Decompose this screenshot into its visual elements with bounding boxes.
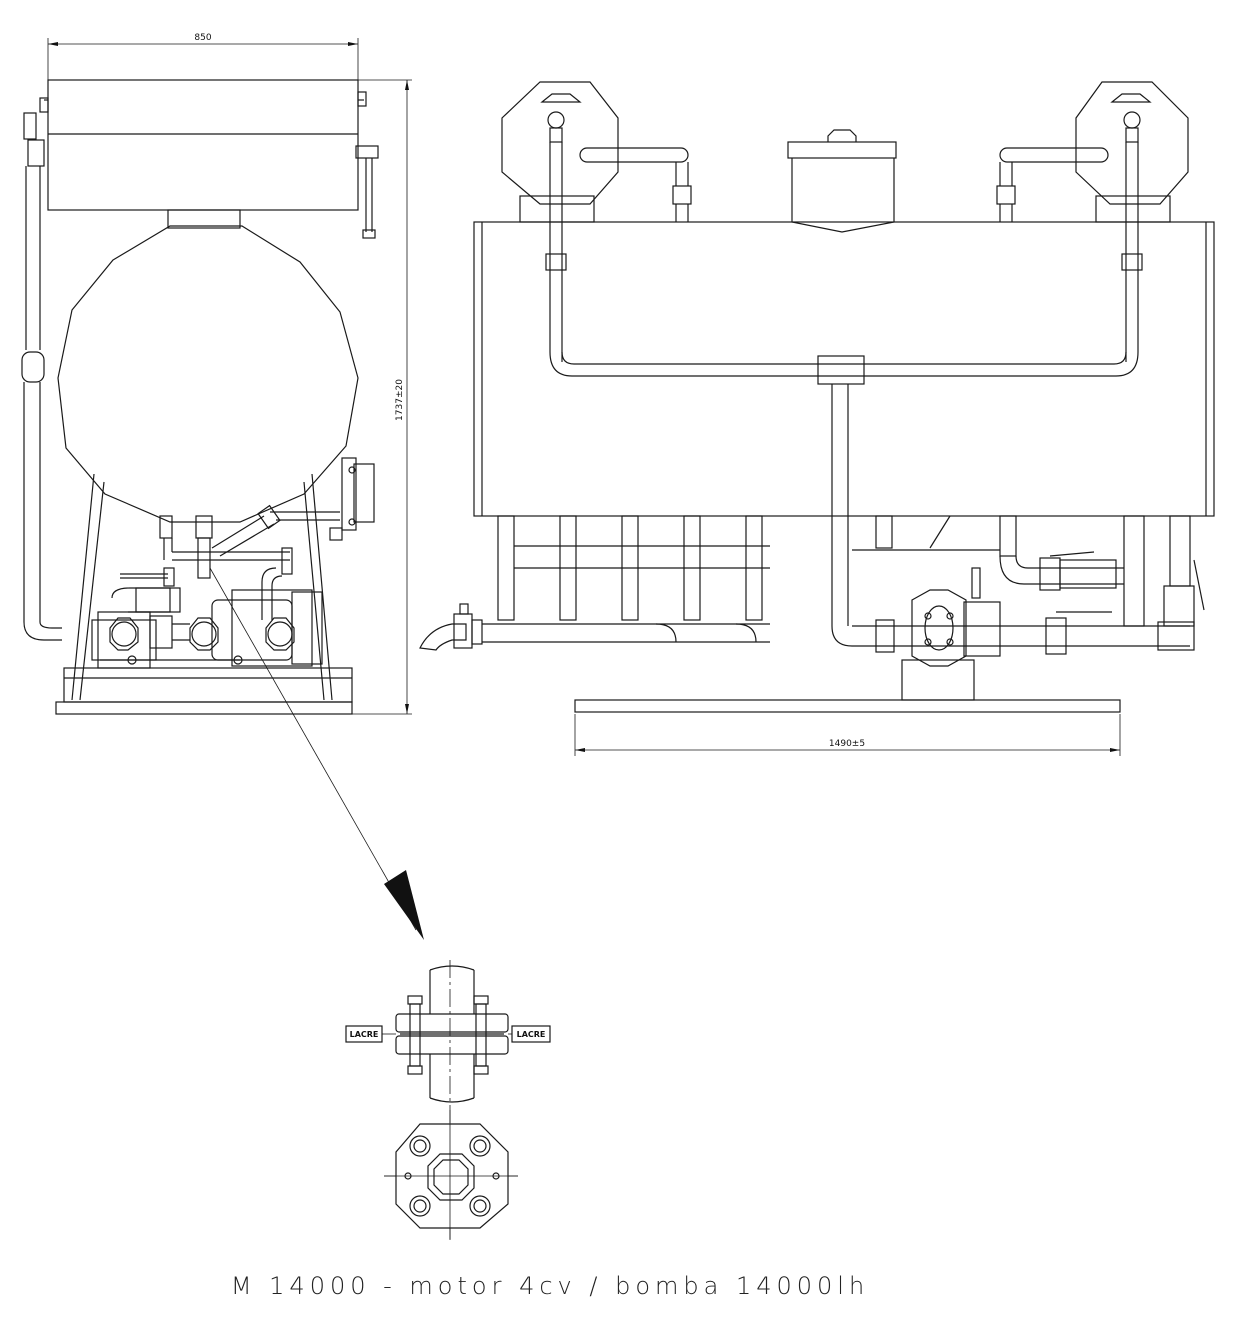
filler-cap: [787, 141, 897, 159]
outlet-valve: [1045, 617, 1067, 655]
side-base: [55, 701, 353, 715]
frame-leg-left: [71, 473, 95, 701]
dim-text-850: 850: [194, 33, 211, 43]
upper-flange: [395, 1013, 509, 1033]
upper-left-valve: [23, 112, 37, 140]
left-dome-tank: [501, 81, 619, 205]
front-view: 1490±5: [419, 81, 1215, 756]
side-pump-body: [91, 619, 157, 661]
dim-text-height: 1737±20: [395, 379, 405, 421]
dim-text-1490: 1490±5: [829, 739, 865, 749]
upper-tank: [47, 79, 359, 211]
side-motor: [211, 599, 293, 661]
front-main-tank: [473, 221, 1215, 517]
lower-flange: [395, 1035, 509, 1055]
detail-arrow-head: [384, 870, 424, 940]
manhole-flange: [341, 457, 357, 531]
front-pump: [911, 589, 967, 667]
circular-tank: [57, 225, 359, 523]
detail-leader-line: [209, 567, 417, 931]
left-elbow: [21, 351, 45, 383]
drawing-caption: M 14000 - motor 4cv / bomba 14000lh: [230, 1272, 870, 1300]
seal-label-left: LACRE: [350, 1030, 379, 1039]
front-base: [574, 699, 1121, 713]
side-pump-port: [111, 621, 137, 647]
side-view: 850 1737±20: [21, 33, 412, 715]
level-valve: [355, 145, 379, 159]
seal-label-right: LACRE: [517, 1030, 546, 1039]
seal-detail: LACRE LACRE: [345, 960, 551, 1240]
manifold-tee: [817, 355, 865, 385]
frame-leg-right: [311, 473, 333, 701]
drain-valve: [453, 613, 473, 649]
right-dome-tank: [1075, 81, 1189, 205]
